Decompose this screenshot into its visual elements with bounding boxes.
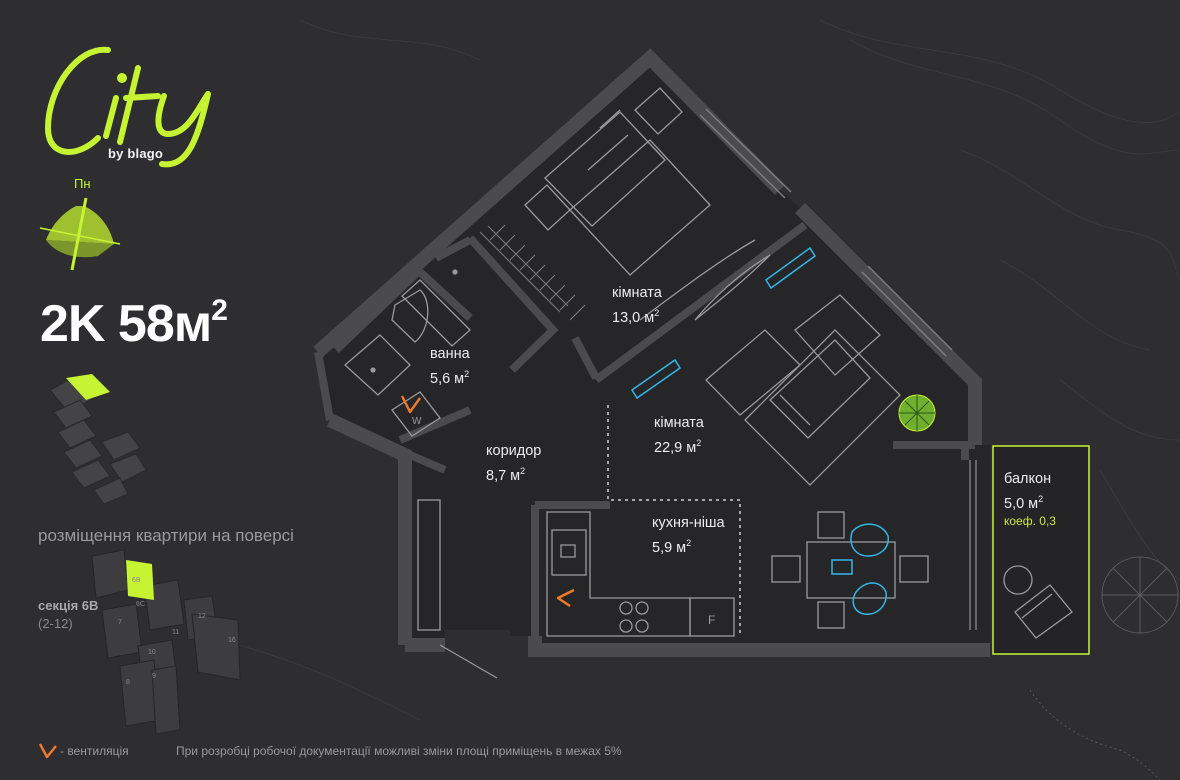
room-kitchen: кухня-ніша 5,9 м2 (652, 515, 725, 556)
block-8: 8 (126, 679, 130, 686)
section-range: (2-12) (38, 616, 73, 631)
room-corridor: коридор 8,7 м2 (486, 443, 542, 484)
city-logo (45, 46, 211, 168)
compass-icon: Пн (39, 176, 121, 271)
section-thumbnail: 6B 6C 7 11 12 16 10 8 9 (91, 550, 241, 735)
vent-icon (38, 743, 57, 759)
apartment-type: 2K 58м2 (40, 294, 228, 353)
room-balcony: балкон 5,0 м2 коеф. 0,3 (1004, 471, 1056, 528)
block-10: 10 (148, 649, 156, 656)
block-11: 11 (172, 629, 179, 636)
section-label: секція 6В (38, 598, 99, 613)
fridge-letter: F (708, 613, 715, 627)
block-7: 7 (118, 619, 122, 626)
floor-position-thumbnail (49, 374, 147, 505)
block-9: 9 (152, 673, 156, 680)
area-disclaimer: При розробці робочої документації можлив… (176, 744, 622, 758)
block-16: 16 (228, 637, 236, 644)
floor-caption: розміщення квартири на поверсі (38, 526, 294, 545)
washer-letter: W (412, 416, 422, 427)
room-2: кімната 22,9 м2 (654, 415, 704, 456)
balcony-coefficient: коеф. 0,3 (1004, 513, 1056, 528)
block-6c: 6C (136, 601, 145, 608)
room-bath: ванна 5,6 м2 (430, 346, 470, 387)
block-6b: 6B (132, 577, 141, 584)
compass-north-label: Пн (74, 176, 91, 191)
brand-byline: by blago (108, 146, 164, 161)
room-1: кімната 13,0 м2 (612, 285, 662, 326)
block-12: 12 (198, 613, 206, 620)
